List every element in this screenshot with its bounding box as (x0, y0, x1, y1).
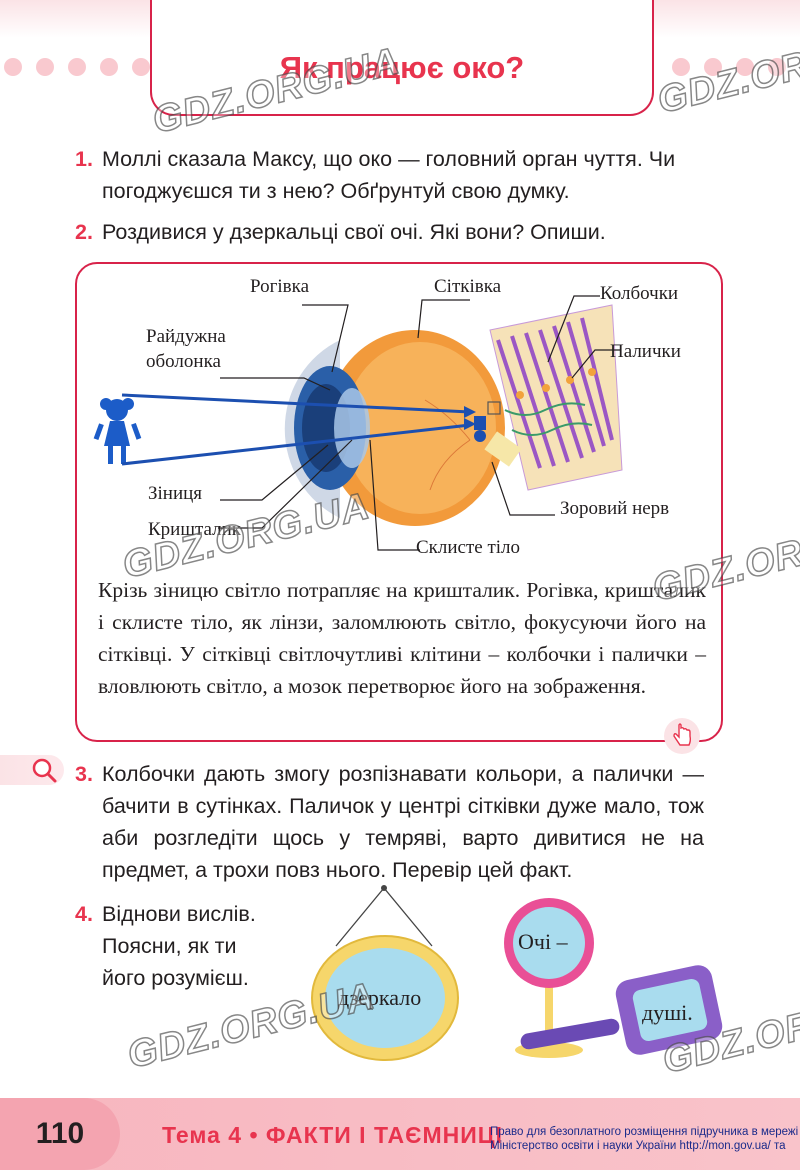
search-icon (32, 758, 57, 783)
saying-word-soul: душі. (642, 1000, 693, 1025)
label-iris-line2: оболонка (146, 351, 221, 372)
table-mirror (504, 898, 594, 1058)
label-rods: Палички (610, 341, 681, 362)
eye-diagram (93, 295, 623, 551)
saying-illustration (311, 885, 723, 1061)
light-rays (121, 393, 471, 466)
magnify-marker (487, 401, 501, 415)
theme-title: Тема 4 • ФАКТИ І ТАЄМНИЦІ (162, 1122, 504, 1148)
inverted-image (474, 416, 486, 442)
label-iris-line1: Райдужна (146, 326, 226, 347)
saying-word-eyes: Очі – (518, 929, 568, 954)
task-4: 4. Віднови вислів. Поясни, як ти його ро… (75, 898, 275, 994)
page-number: 110 (0, 1098, 120, 1170)
rights-notice: Право для безоплатного розміщення підруч… (490, 1125, 800, 1153)
label-cornea: Рогівка (250, 276, 310, 297)
eye-figure-frame (75, 262, 723, 742)
leader-lines (218, 295, 620, 551)
task-1: 1. Моллі сказала Максу, що око — головни… (75, 143, 715, 207)
ray-arrowhead (464, 406, 476, 418)
task-number: 3. (75, 762, 93, 786)
title-frame (150, 0, 654, 116)
hand-pointer-icon (664, 718, 700, 754)
label-cones: Колбочки (600, 283, 679, 304)
task-2: 2. Роздивися у дзеркальці свої очі. Які … (75, 216, 715, 248)
task-text: Колбочки дають змогу розпізнавати кольор… (102, 762, 704, 882)
ray-arrowhead (464, 418, 476, 430)
decor-dots-right (672, 58, 786, 76)
task-text: Моллі сказала Максу, що око — головний о… (102, 147, 676, 203)
girl-figure-icon (93, 398, 142, 464)
label-retina: Сітківка (434, 276, 502, 297)
task-text: Роздивися у дзеркальці свої очі. Які вон… (102, 220, 606, 244)
label-vitreous: Склисте тіло (416, 537, 521, 558)
hanging-mirror (311, 885, 459, 1061)
footer-band (0, 1098, 800, 1170)
label-lens: Кришталик (148, 519, 241, 540)
rights-line-1: Право для безоплатного розміщення підруч… (490, 1126, 799, 1138)
page-title: Як працює око? (279, 50, 525, 85)
task-3: 3. Колбочки дають змогу розпізнавати кол… (75, 758, 725, 886)
task-text: Віднови вислів. Поясни, як ти його розум… (102, 902, 256, 990)
figure-caption: Крізь зіницю світло потрапляє на криштал… (98, 578, 706, 698)
retina-cells (489, 304, 623, 491)
task-number: 4. (75, 902, 93, 926)
task-number: 2. (75, 220, 93, 244)
label-pupil: Зіниця (148, 483, 203, 504)
rights-line-2: Міністерство освіти і науки України http… (490, 1140, 786, 1152)
saying-word-mirror: дзеркало (338, 985, 422, 1010)
hand-mirror (520, 965, 723, 1055)
task-number: 1. (75, 147, 93, 171)
label-optic-nerve: Зоровий нерв (560, 498, 670, 519)
